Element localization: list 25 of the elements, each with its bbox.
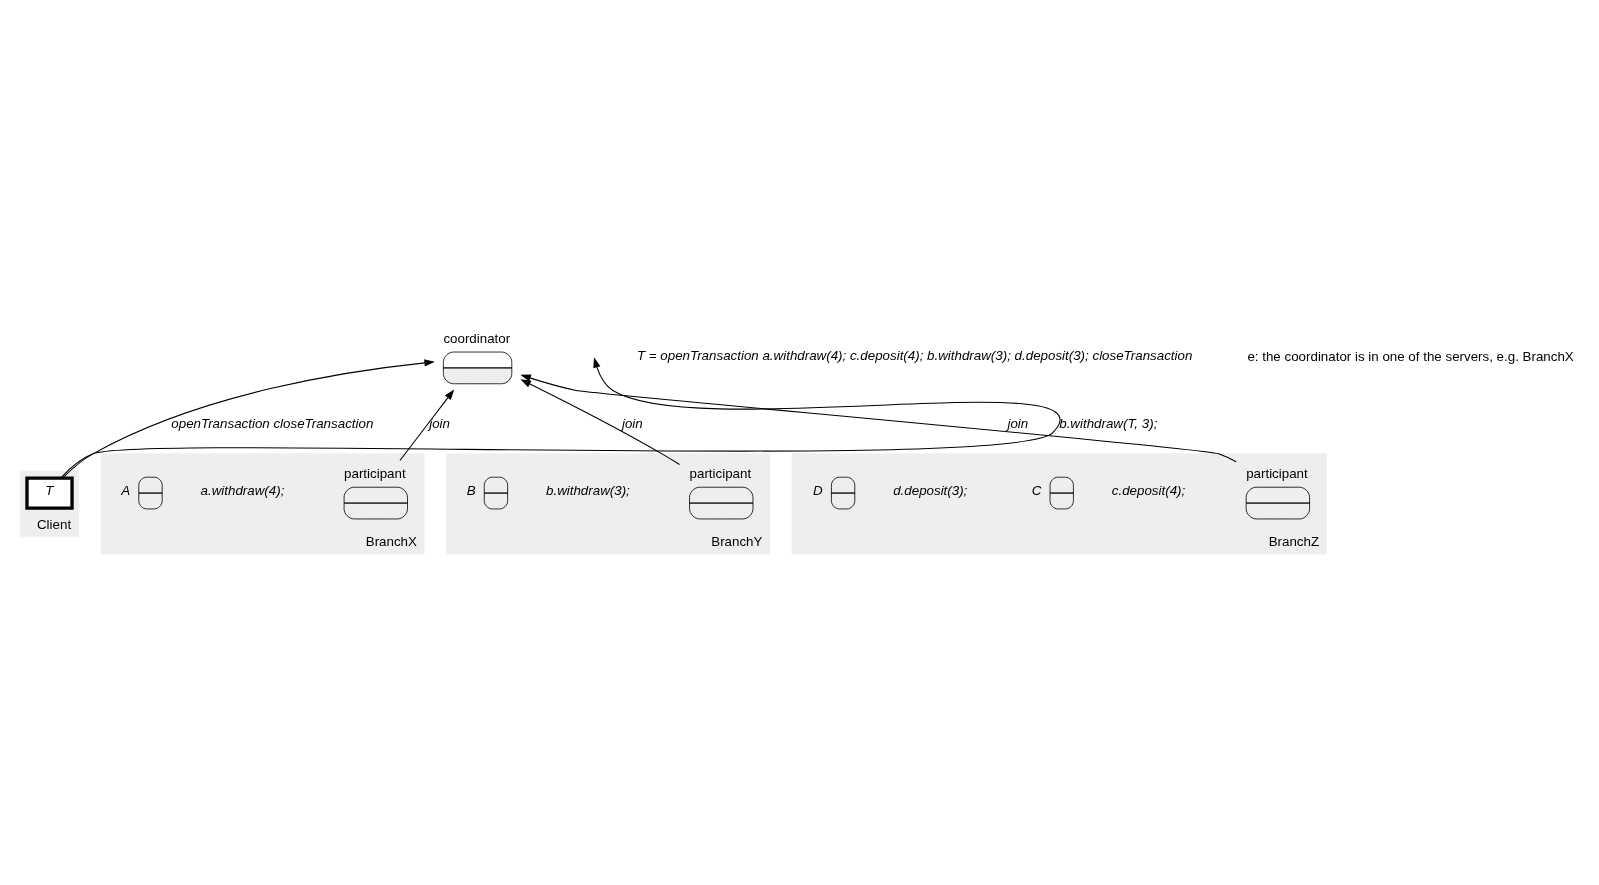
node-label: D [813, 482, 823, 498]
label: T = openTransaction a.withdraw(4); c.deposit(4); b.withdraw(3); d.deposit(3); closeTransaction [636, 347, 1193, 363]
node-label: B [466, 482, 476, 498]
arrow [520, 378, 681, 465]
edge-label: join [1007, 415, 1029, 431]
node-label: participant [344, 465, 406, 481]
node-label: C [1031, 482, 1042, 498]
node-label: participant [1246, 465, 1308, 481]
edge-label: join [429, 415, 450, 431]
arrow [60, 356, 1061, 478]
node-label: coordinator [443, 330, 511, 346]
label: e: the coordinator is in one of the servers, e.g. BranchX [1247, 348, 1574, 364]
node-label: A [121, 482, 131, 498]
arrow [520, 374, 1237, 462]
node-label: c.deposit(4); [1111, 482, 1186, 498]
edge-label: join [621, 415, 643, 431]
node-label: d.deposit(3); [893, 482, 968, 498]
node-label: b.withdraw(3); [546, 482, 630, 498]
edge-label: b.withdraw(T, 3); [1059, 415, 1158, 431]
arrow [62, 358, 435, 478]
node-label: a.withdraw(4); [200, 482, 285, 498]
node-label: participant [689, 465, 752, 481]
edge-label: openTransaction closeTransaction [171, 415, 374, 431]
node-box: T [25, 475, 74, 510]
arrow [399, 388, 455, 461]
